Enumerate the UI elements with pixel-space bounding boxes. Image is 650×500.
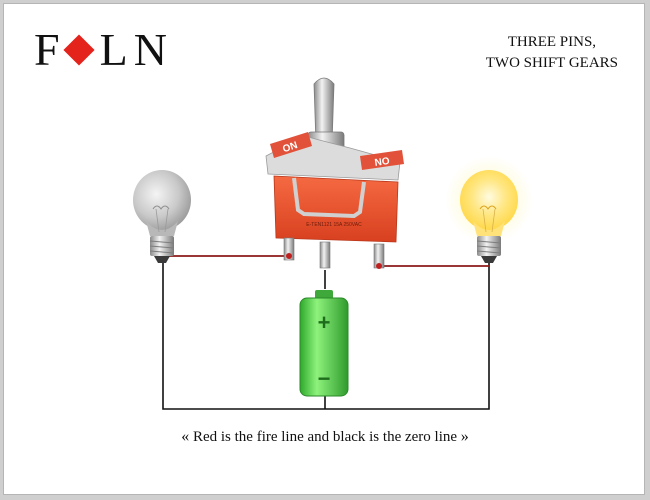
battery-minus: −: [318, 366, 331, 391]
on-label-right: ON: [360, 150, 404, 170]
switch-label-right: ON: [374, 154, 390, 167]
caption-text: Red is the fire line and black is the ze…: [192, 429, 458, 445]
wiring-diagram: ON ON E-TEN1121 15A 250VAC + −: [133, 77, 533, 410]
battery: + −: [299, 290, 349, 397]
left-bulb-off: [133, 170, 191, 263]
logo-letters-ln: LN: [99, 24, 173, 75]
product-image-frame: F LN THREE PINS, TWO SHIFT GEARS: [3, 3, 645, 495]
switch-label-left: ON: [281, 140, 299, 155]
switch-fine-print: E-TEN1121 15A 250VAC: [306, 222, 362, 228]
logo-letter-f: F: [34, 24, 66, 75]
heading-line-1: THREE PINS,: [507, 34, 597, 50]
fire-line-wires: [163, 255, 489, 267]
brand-logo: F LN: [34, 24, 173, 75]
spec-heading: THREE PINS, TWO SHIFT GEARS: [486, 32, 618, 74]
battery-plus: +: [318, 310, 331, 335]
caption: « Red is the fire line and black is the …: [4, 428, 644, 446]
caption-open-quote: «: [181, 428, 190, 445]
caption-close-quote: »: [460, 428, 469, 445]
heading-line-2: TWO SHIFT GEARS: [485, 55, 618, 71]
toggle-switch: ON ON E-TEN1121 15A 250VAC: [265, 77, 404, 269]
right-bulb-on: [445, 156, 533, 263]
on-label-left: ON: [270, 132, 312, 158]
